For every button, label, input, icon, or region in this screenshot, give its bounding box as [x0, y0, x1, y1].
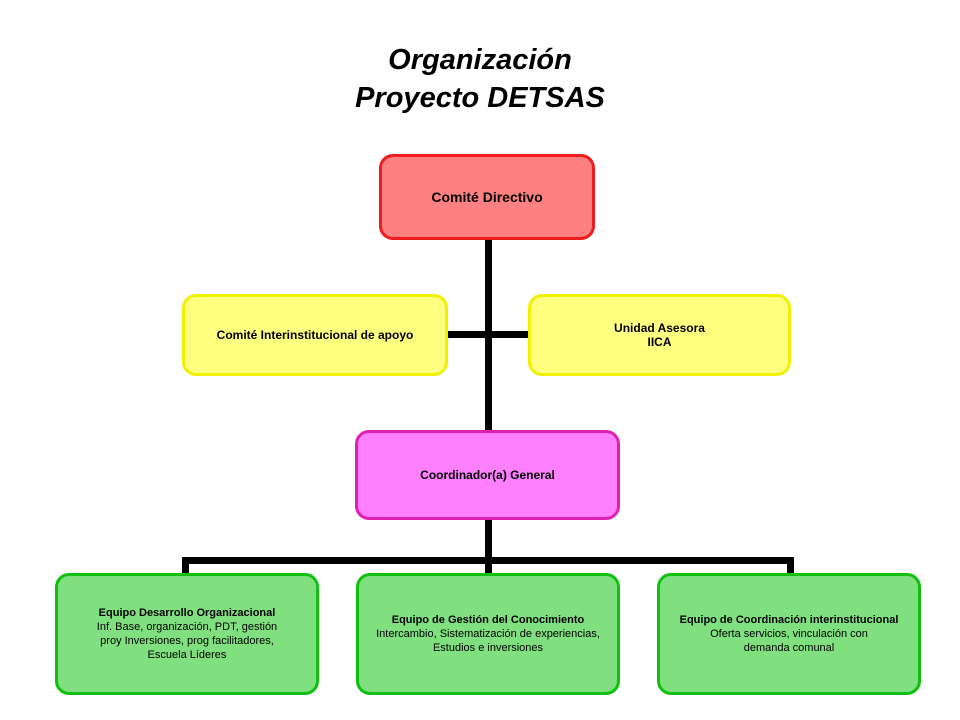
page-title-line2: Proyecto DETSAS	[355, 82, 605, 114]
team1-desc-line1: Inf. Base, organización, PDT, gestión	[96, 621, 278, 633]
node-comite-interinstitucional: Comité Interinstitucional de apoyo	[182, 294, 448, 376]
team3-title: Equipo de Coordinación interinstituciona…	[679, 614, 899, 626]
node-unidad-asesora-line1: Unidad Asesora	[614, 321, 705, 335]
node-equipo-gestion-conocimiento: Equipo de Gestión del Conocimiento Inter…	[356, 573, 620, 695]
team1-desc-line2: proy Inversiones, prog facilitadores,	[100, 635, 274, 647]
node-equipo-coordinacion-interinstitucional: Equipo de Coordinación interinstituciona…	[657, 573, 921, 695]
node-unidad-asesora-line2: IICA	[647, 335, 672, 349]
node-coordinador-general-label: Coordinador(a) General	[420, 468, 555, 482]
connector-horizontal-advisory	[448, 331, 528, 338]
connector-team1	[182, 557, 189, 575]
team2-desc-line2: Estudios e inversiones	[432, 642, 544, 654]
node-unidad-asesora: Unidad Asesora IICA	[528, 294, 791, 376]
team1-desc-line3: Escuela Líderes	[147, 649, 227, 661]
node-comite-directivo: Comité Directivo	[379, 154, 595, 240]
team3-desc-line2: demanda comunal	[743, 642, 835, 654]
node-coordinador-general: Coordinador(a) General	[355, 430, 620, 520]
node-comite-interinstitucional-label: Comité Interinstitucional de apoyo	[216, 328, 414, 342]
team1-title: Equipo Desarrollo Organizacional	[98, 607, 276, 619]
connector-horizontal-teams	[182, 557, 794, 564]
connector-vertical-main	[485, 240, 492, 573]
node-comite-directivo-label: Comité Directivo	[431, 189, 543, 205]
page-title-line1: Organización	[388, 44, 572, 76]
team2-title: Equipo de Gestión del Conocimiento	[391, 614, 585, 626]
node-equipo-desarrollo-organizacional: Equipo Desarrollo Organizacional Inf. Ba…	[55, 573, 319, 695]
team3-desc-line1: Oferta servicios, vinculación con	[710, 628, 868, 640]
team2-desc-line1: Intercambio, Sistematización de experien…	[376, 628, 600, 640]
connector-team3	[787, 557, 794, 575]
